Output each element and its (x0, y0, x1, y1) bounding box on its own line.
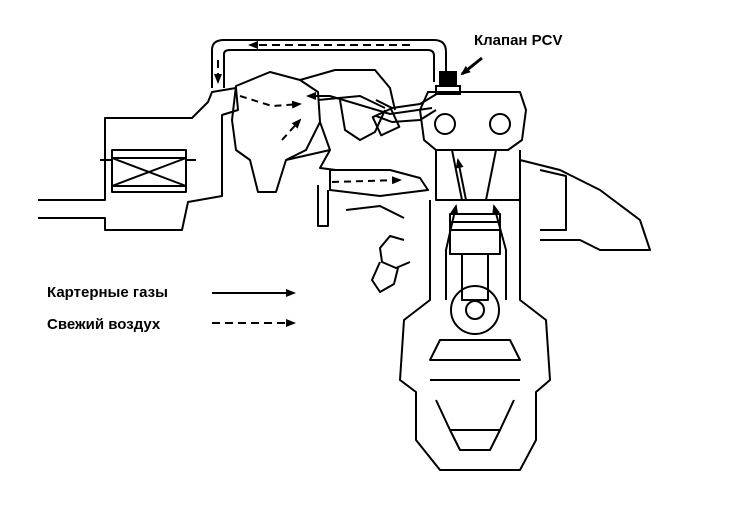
ventilation-hose (211, 39, 447, 88)
legend-blowby-label: Картерные газы (47, 284, 168, 301)
blowby-flow-hose (306, 92, 433, 116)
blowby-flow-block (445, 158, 507, 300)
pcv-pointer-arrow (460, 56, 483, 76)
pcv-hose (371, 91, 441, 137)
pcv-valve-label: Клапан PCV (474, 32, 563, 49)
air-cleaner (38, 87, 239, 231)
intake-manifold (231, 69, 429, 227)
cylinder-head (419, 91, 651, 251)
engine-block (345, 200, 551, 471)
legend-fresh-air-label: Свежий воздух (47, 316, 161, 333)
fresh-air-flow-manifold (239, 95, 402, 185)
fresh-air-flow-top (214, 41, 410, 84)
pcv-valve (435, 71, 461, 95)
